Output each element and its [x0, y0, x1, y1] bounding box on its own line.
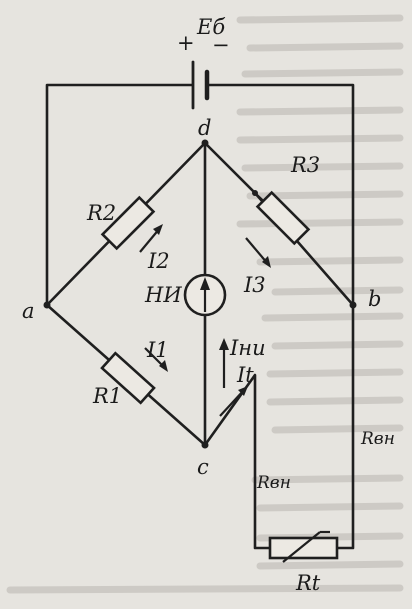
resistor-r2: [100, 195, 156, 251]
node-d-dot: [201, 139, 209, 147]
node-b-dot: [349, 301, 357, 309]
label-minus: −: [212, 33, 230, 57]
label-r3: R3: [290, 153, 320, 177]
resistor-r1: [100, 351, 156, 405]
label-node-c: c: [197, 455, 209, 479]
label-ini: Iни: [229, 336, 266, 360]
node-r3-tap-dot: [252, 190, 258, 196]
label-rvn-right: Rвн: [360, 429, 395, 449]
thermistor-rt: [268, 536, 339, 560]
label-plus: +: [177, 31, 195, 55]
label-node-a: a: [22, 299, 35, 323]
thermistor-rt-slash: [282, 531, 321, 563]
label-node-b: b: [368, 287, 381, 311]
label-ni: НИ: [144, 283, 182, 307]
label-node-d: d: [198, 116, 211, 140]
current-arrow-i3: [245, 237, 271, 268]
label-rt: Rt: [295, 571, 321, 595]
node-c-dot: [201, 441, 209, 449]
current-arrow-i2: [139, 224, 163, 253]
wire-top-loop: [45, 83, 355, 307]
null-indicator-arrowhead: [200, 277, 210, 290]
label-i3: I3: [243, 273, 266, 297]
label-i1: I1: [146, 338, 169, 362]
label-rvn-left: Rвн: [256, 473, 291, 493]
label-r2: R2: [86, 201, 116, 225]
current-arrow-ini: [219, 338, 229, 388]
label-source: Eб: [196, 15, 225, 39]
wire-rt-branch: [203, 303, 355, 550]
label-r1: R1: [92, 384, 122, 408]
current-arrow-i1: [144, 347, 168, 372]
resistor-r3: [255, 190, 311, 246]
label-it: It: [236, 363, 254, 387]
node-a-dot: [43, 301, 51, 309]
label-i2: I2: [147, 249, 170, 273]
current-arrow-it: [219, 386, 248, 417]
